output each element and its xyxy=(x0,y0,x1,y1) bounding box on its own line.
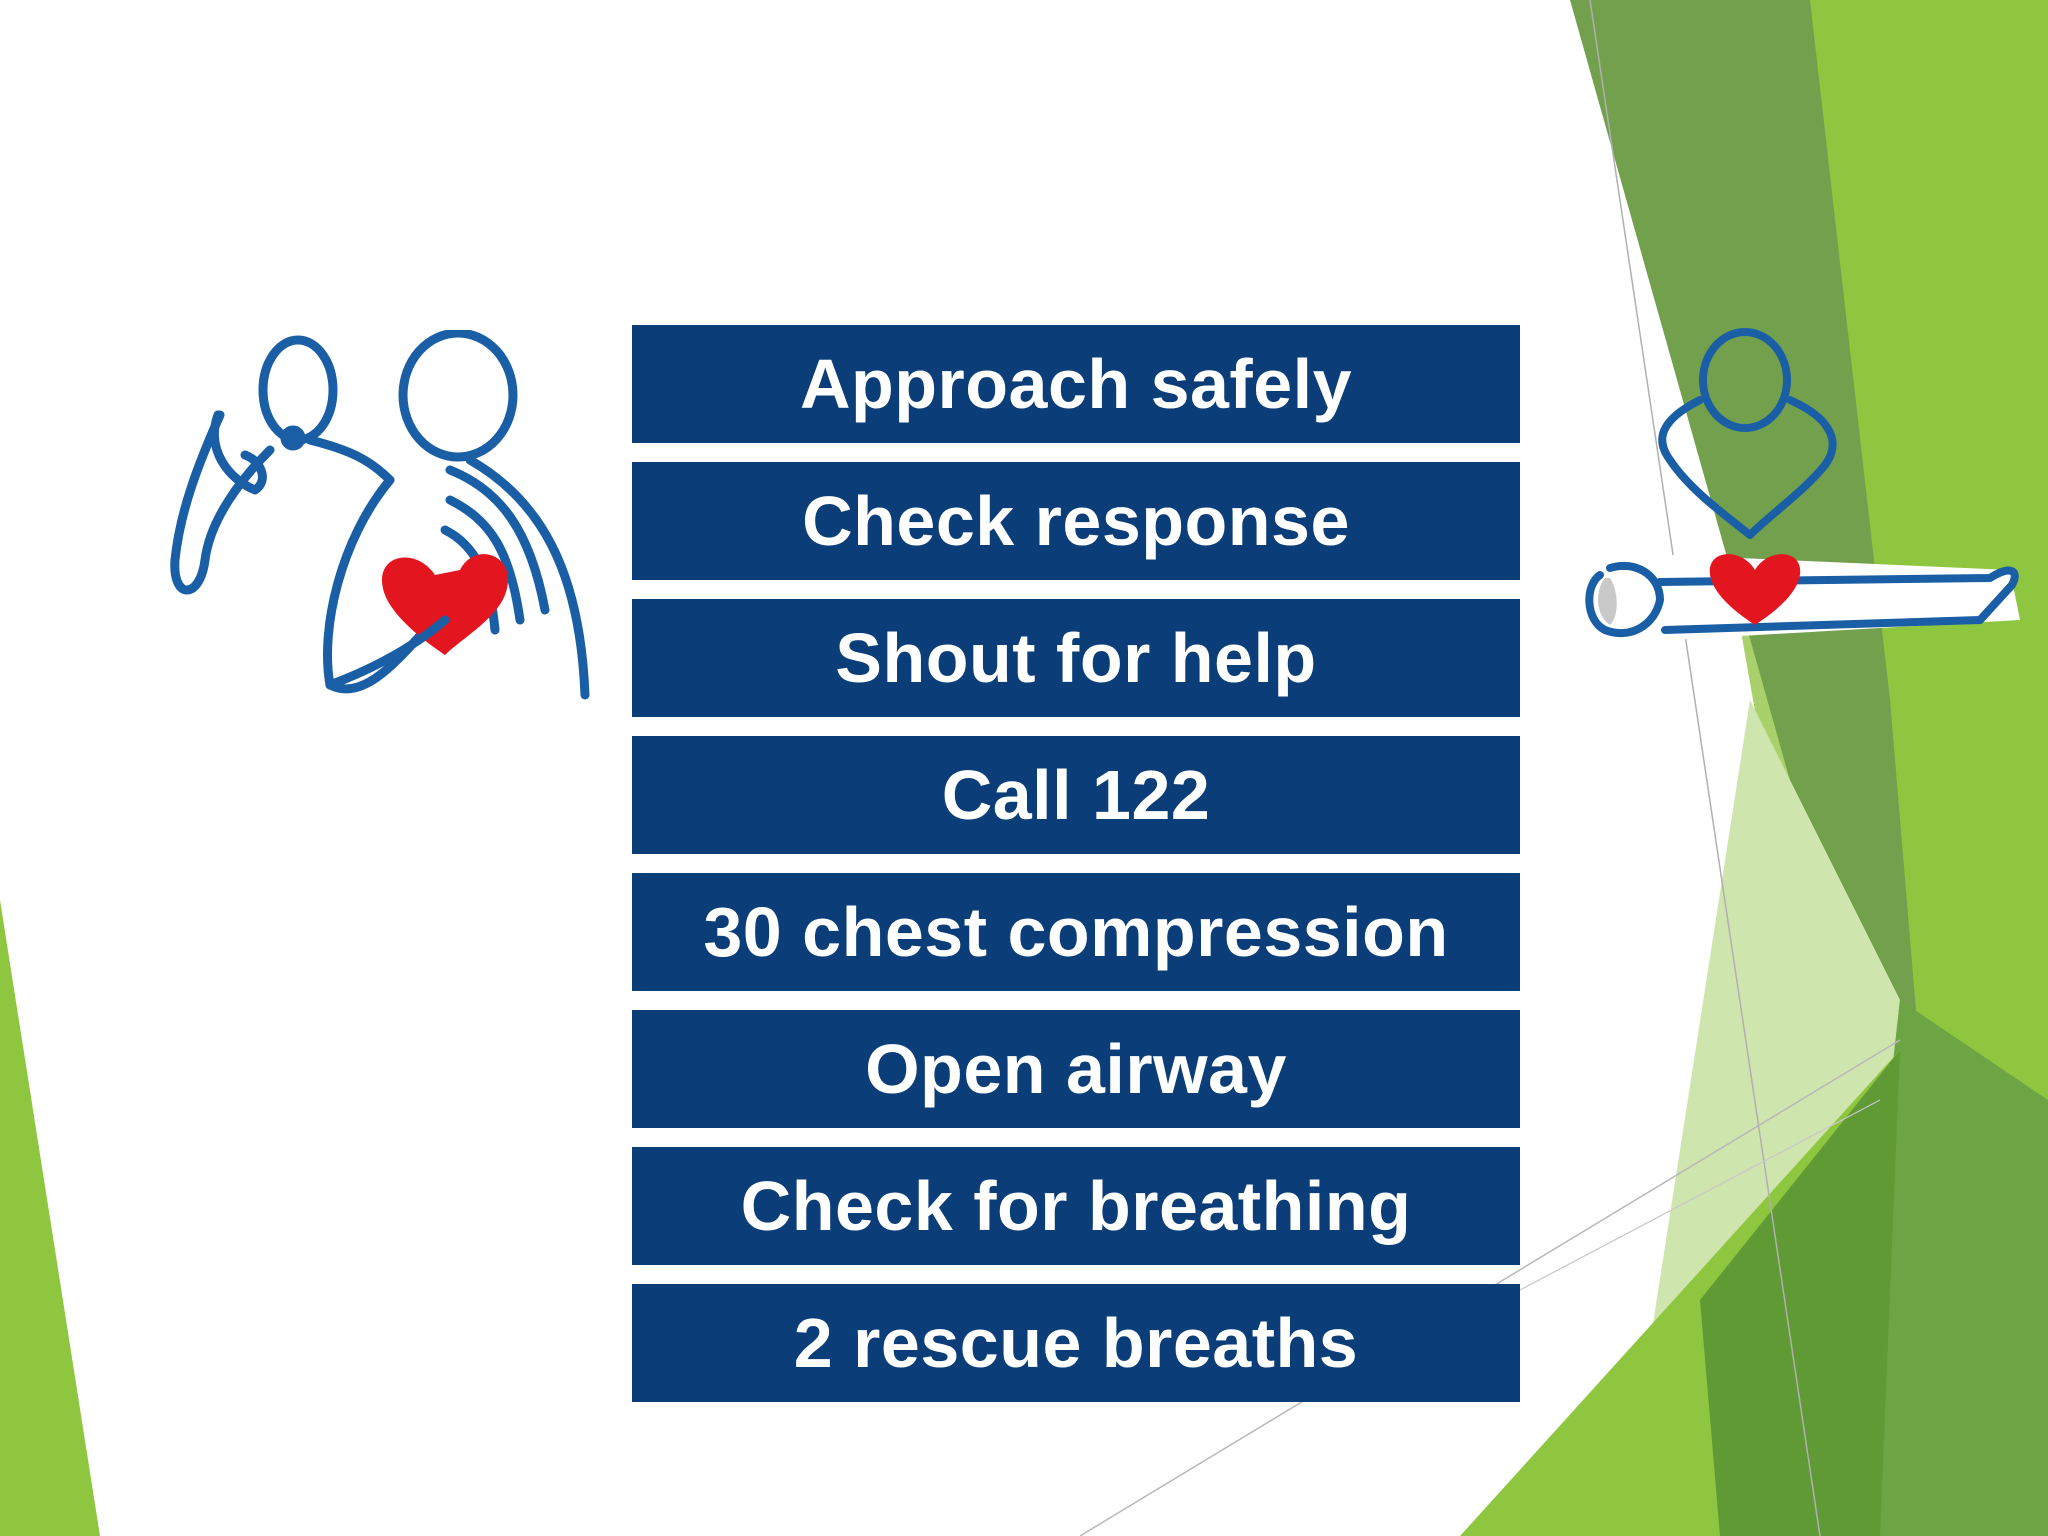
bottom-facet-dark xyxy=(1700,1050,1900,1536)
step-shout-for-help: Shout for help xyxy=(632,599,1520,717)
step-approach-safely: Approach safely xyxy=(632,325,1520,443)
heart-icon xyxy=(1709,554,1801,625)
step-call-122: Call 122 xyxy=(632,736,1520,854)
thin-line-3 xyxy=(1519,1099,1881,1291)
step-open-airway: Open airway xyxy=(632,1010,1520,1128)
step-check-breathing: Check for breathing xyxy=(632,1147,1520,1265)
rescuer-calling-icon xyxy=(160,328,600,710)
cpr-compression-icon xyxy=(1550,320,2030,660)
step-check-response: Check response xyxy=(632,462,1520,580)
cpr-steps-list: Approach safely Check response Shout for… xyxy=(632,325,1520,1421)
left-green-strip xyxy=(0,900,100,1536)
heart-icon xyxy=(381,554,509,655)
thin-line-1 xyxy=(1589,0,1821,1536)
step-chest-compression: 30 chest compression xyxy=(632,873,1520,991)
step-rescue-breaths: 2 rescue breaths xyxy=(632,1284,1520,1402)
